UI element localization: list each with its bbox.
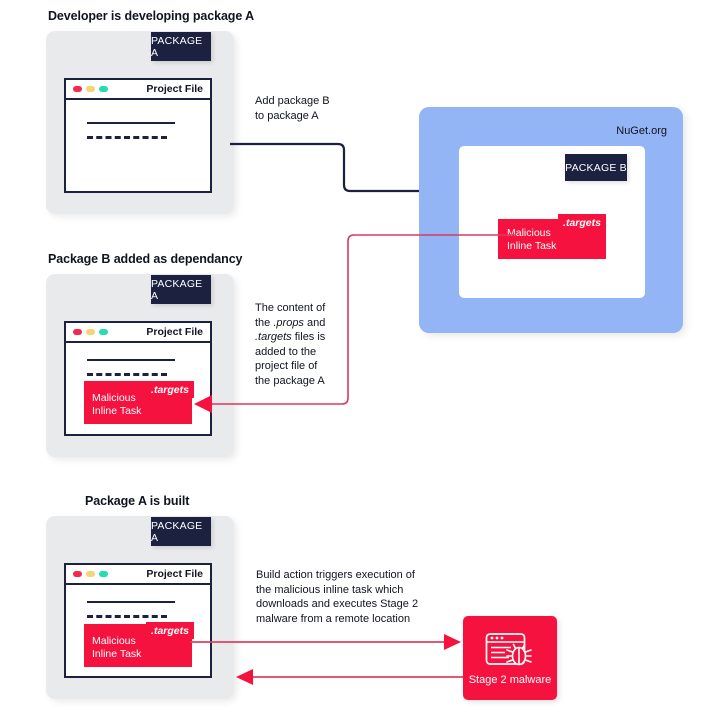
window-dot-yellow-icon xyxy=(86,329,95,335)
step-1-title: Developer is developing package A xyxy=(48,9,255,23)
code-line-solid xyxy=(87,359,175,361)
annotation-props-line1: The content of xyxy=(255,302,326,314)
step-3-targets-tab: .targets xyxy=(146,622,194,639)
annotation-props-file-props: .props xyxy=(273,316,304,329)
window-dot-yellow-icon xyxy=(86,86,95,92)
annotation-content-of-props: The content of the .props and .targets f… xyxy=(255,301,325,389)
arrow-props-targets-content xyxy=(194,234,516,413)
annotation-props-line4: added to the xyxy=(255,345,317,358)
step-2-package-badge: PACKAGE A xyxy=(151,275,211,304)
nuget-malicious-label: Malicious Inline Task xyxy=(507,227,556,252)
annotation-props-line3b: files is xyxy=(291,331,326,344)
code-line-solid xyxy=(87,122,175,124)
step-1-package-badge: PACKAGE A xyxy=(151,32,211,61)
annotation-build-line1: Build action triggers execution of xyxy=(256,569,415,581)
stage2-malware-tile: Stage 2 malware xyxy=(463,616,557,700)
step-3-window-dots xyxy=(73,571,108,577)
code-line-dashed xyxy=(87,615,167,618)
nuget-malicious-label-line2: Inline Task xyxy=(507,239,557,252)
step-2-malicious-label: Malicious Inline Task xyxy=(92,392,141,417)
step-3-malicious-inline-task-box: Malicious Inline Task xyxy=(84,624,192,667)
window-dot-red-icon xyxy=(73,86,82,92)
annotation-props-line2b: and xyxy=(303,316,326,329)
annotation-add-package-line2: to package A xyxy=(255,109,319,122)
step-2-malicious-label-line2: Inline Task xyxy=(92,404,142,417)
step-2-window-title: Project File xyxy=(146,326,203,338)
annotation-build-line4: malware from a remote location xyxy=(256,612,411,625)
nuget-malicious-label-line1: Malicious xyxy=(507,227,551,239)
annotation-build-line3: downloads and executes Stage 2 xyxy=(256,598,419,611)
window-dot-red-icon xyxy=(73,329,82,335)
arrow-from-stage2-malware xyxy=(236,669,464,685)
step-1-window-titlebar: Project File xyxy=(66,80,210,100)
window-dot-yellow-icon xyxy=(86,571,95,577)
step-3-window-body xyxy=(66,585,210,678)
step-3-title: Package A is built xyxy=(85,494,190,508)
step-2-window-titlebar: Project File xyxy=(66,323,210,343)
step-3-malicious-label-line2: Inline Task xyxy=(92,647,142,660)
annotation-build-action: Build action triggers execution of the m… xyxy=(256,568,418,626)
step-2-window-dots xyxy=(73,329,108,335)
step-1-window-body xyxy=(66,100,210,193)
nuget-targets-tab: .targets xyxy=(558,214,606,231)
window-dot-red-icon xyxy=(73,571,82,577)
browser-bug-icon xyxy=(485,632,532,665)
annotation-props-line6: the package A xyxy=(255,374,325,387)
annotation-build-line2: the malicious inline task which xyxy=(256,583,404,596)
annotation-add-package-line1: Add package B xyxy=(255,95,330,107)
step-3-malicious-label: Malicious Inline Task xyxy=(92,635,141,660)
stage2-malware-label: Stage 2 malware xyxy=(468,673,552,686)
annotation-props-file-targets: .targets xyxy=(255,331,292,344)
step-2-title: Package B added as dependancy xyxy=(48,252,243,266)
arrow-add-package-b xyxy=(230,142,446,199)
annotation-props-line5: project file of xyxy=(255,360,318,373)
step-3-window-titlebar: Project File xyxy=(66,565,210,585)
nuget-package-b-badge: PACKAGE B xyxy=(565,154,627,181)
step-3-package-badge: PACKAGE A xyxy=(151,517,211,546)
step-1-window-title: Project File xyxy=(146,83,203,95)
code-line-dashed xyxy=(87,373,167,376)
step-2-targets-tab: .targets xyxy=(146,381,194,398)
window-dot-teal-icon xyxy=(99,86,108,92)
step-3-malicious-label-line1: Malicious xyxy=(92,635,136,647)
step-2-malicious-label-line1: Malicious xyxy=(92,392,136,404)
code-line-solid xyxy=(87,601,175,603)
window-dot-teal-icon xyxy=(99,571,108,577)
annotation-add-package: Add package B to package A xyxy=(255,94,330,123)
window-dot-teal-icon xyxy=(99,329,108,335)
code-line-dashed xyxy=(87,136,167,139)
step-2-window-body xyxy=(66,343,210,436)
nuget-label: NuGet.org xyxy=(616,125,667,137)
step-3-window-title: Project File xyxy=(146,568,203,580)
step-1-project-file-window: Project File xyxy=(64,78,212,193)
arrow-to-stage2-malware xyxy=(190,634,461,650)
annotation-props-line2a: the xyxy=(255,316,274,329)
step-1-window-dots xyxy=(73,86,108,92)
